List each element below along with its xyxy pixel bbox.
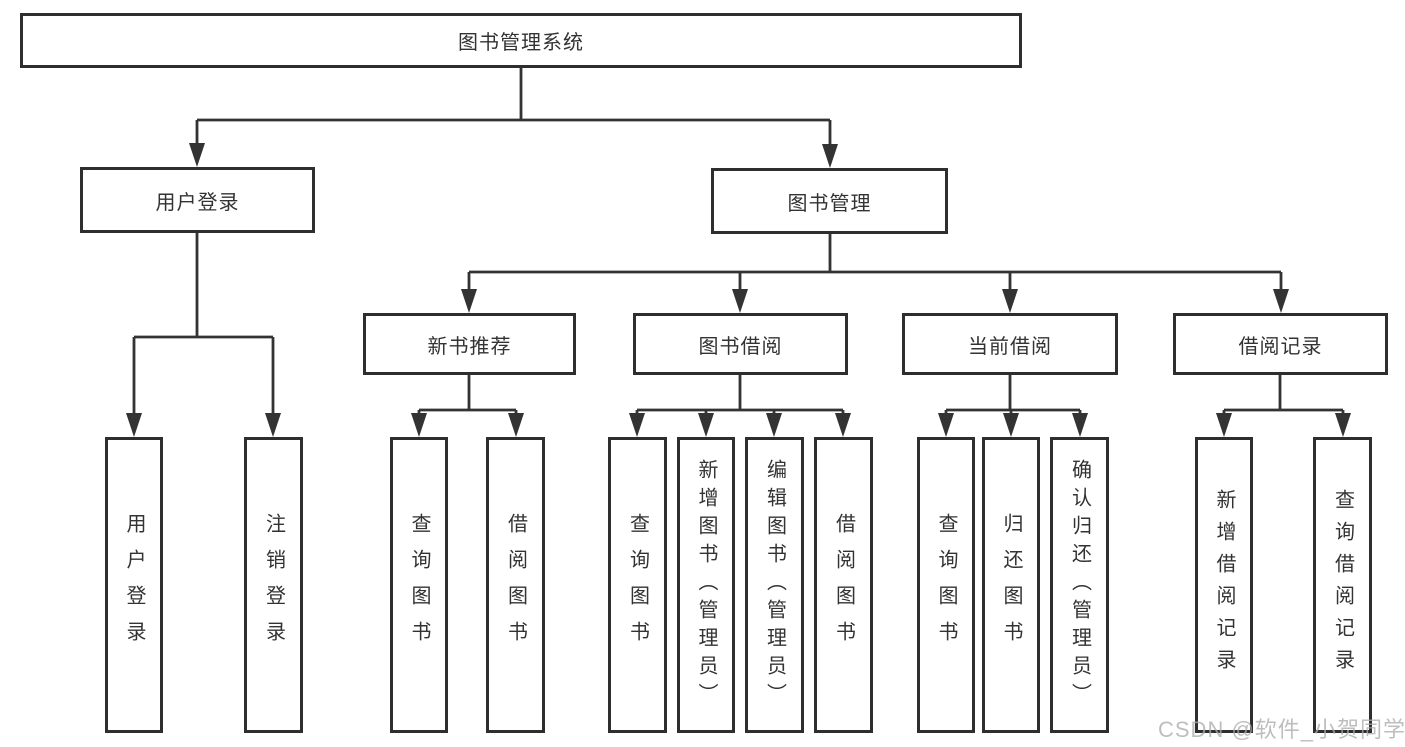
leaf-borrow-books-recommend-label: 借阅图书: [504, 513, 527, 657]
csdn-watermark: CSDN @软件_小贺同学: [1158, 717, 1405, 742]
leaf-borrow-books-borrowing: 借阅图书: [814, 437, 873, 733]
leaf-edit-book-admin-label: 编辑图书（管理员）: [763, 459, 786, 711]
leaf-add-book-admin: 新增图书（管理员）: [677, 437, 735, 733]
node-library-management-system-label: 图书管理系统: [458, 32, 584, 54]
leaf-query-books-current: 查询图书: [917, 437, 975, 733]
arrowheads: [126, 143, 1351, 437]
node-user-login: 用户登录: [80, 167, 315, 233]
node-borrowing-records: 借阅记录: [1173, 313, 1388, 375]
leaf-query-books-borrowing-label: 查询图书: [626, 513, 649, 657]
leaf-logout-label: 注销登录: [262, 513, 285, 657]
leaf-user-login: 用户登录: [105, 437, 163, 733]
leaf-user-login-label: 用户登录: [123, 513, 145, 657]
leaf-query-books-recommend: 查询图书: [390, 437, 448, 733]
node-book-borrowing: 图书借阅: [633, 313, 848, 375]
node-new-book-recommend-label: 新书推荐: [427, 335, 512, 358]
leaf-add-book-admin-label: 新增图书（管理员）: [695, 459, 717, 711]
node-current-borrowing: 当前借阅: [902, 313, 1118, 375]
leaf-borrow-books-recommend: 借阅图书: [486, 437, 545, 733]
node-user-login-label: 用户登录: [155, 191, 240, 214]
node-borrowing-records-label: 借阅记录: [1238, 335, 1323, 358]
leaf-query-books-recommend-label: 查询图书: [408, 513, 430, 657]
leaf-borrow-books-borrowing-label: 借阅图书: [832, 513, 855, 657]
node-book-management: 图书管理: [711, 168, 948, 234]
node-book-management-label: 图书管理: [787, 192, 872, 215]
node-current-borrowing-label: 当前借阅: [968, 335, 1052, 358]
node-book-borrowing-label: 图书借阅: [698, 335, 783, 358]
leaf-logout: 注销登录: [244, 437, 303, 733]
leaf-return-book: 归还图书: [982, 437, 1040, 733]
leaf-query-borrow-record-label: 查询借阅记录: [1331, 489, 1354, 681]
leaf-query-books-borrowing: 查询图书: [608, 437, 667, 733]
node-library-management-system: 图书管理系统: [20, 13, 1022, 68]
node-new-book-recommend: 新书推荐: [363, 313, 576, 375]
leaf-edit-book-admin: 编辑图书（管理员）: [745, 437, 804, 733]
leaf-query-borrow-record: 查询借阅记录: [1313, 437, 1372, 733]
leaf-add-borrow-record: 新增借阅记录: [1195, 437, 1253, 733]
leaf-confirm-return-admin-label: 确认归还（管理员）: [1068, 459, 1091, 711]
leaf-return-book-label: 归还图书: [1000, 513, 1022, 657]
leaf-add-borrow-record-label: 新增借阅记录: [1213, 489, 1235, 681]
leaf-confirm-return-admin: 确认归还（管理员）: [1050, 437, 1109, 733]
leaf-query-books-current-label: 查询图书: [935, 513, 957, 657]
connector-path: [132, 68, 1345, 433]
